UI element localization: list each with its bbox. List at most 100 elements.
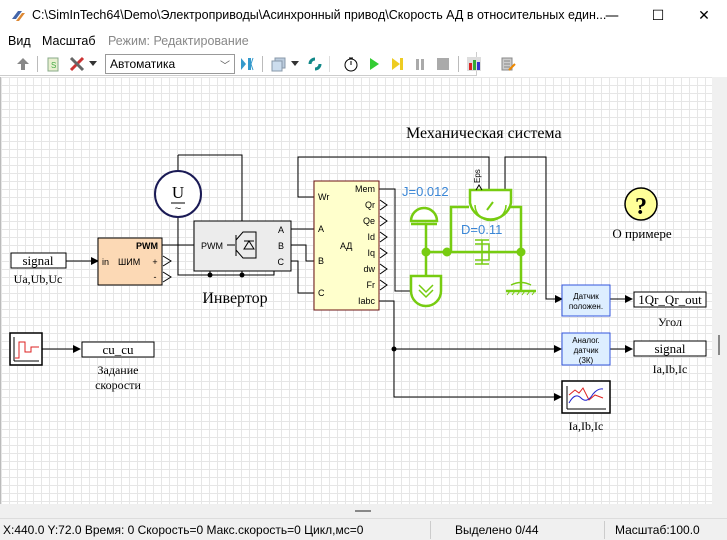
- mech-system-title: Механическая система: [406, 125, 562, 142]
- about-label[interactable]: О примере: [612, 226, 672, 241]
- inverter-pwm-label: PWM: [201, 241, 223, 251]
- analog-sensor-line2: датчик: [574, 346, 599, 355]
- pwm-out-label: PWM: [136, 241, 158, 251]
- scope-block[interactable]: [561, 380, 611, 414]
- up-arrow-icon[interactable]: [14, 55, 32, 73]
- current-output-value: signal: [654, 341, 685, 356]
- mode-select[interactable]: Автоматика ﹀: [105, 54, 235, 74]
- speed-set-block[interactable]: [81, 341, 155, 358]
- port-iabc: Iabc: [358, 296, 376, 306]
- analog-sensor-line1: Аналог.: [572, 336, 600, 345]
- mode-select-value: Автоматика: [110, 57, 176, 71]
- edit-list-icon[interactable]: [499, 55, 517, 73]
- angle-output-block[interactable]: [633, 291, 707, 308]
- inverter-label: Инвертор: [202, 290, 267, 307]
- damper-param: D=0.11: [461, 222, 502, 237]
- inverter-c-label: C: [278, 257, 285, 267]
- window-title: C:\SimInTech64\Demo\Электроприводы\Асинх…: [32, 8, 607, 22]
- current-output-caption: Ia,Ib,Ic: [653, 362, 688, 376]
- angle-output-value: 1Qr_Qr_out: [638, 292, 702, 307]
- tools-icon[interactable]: [68, 55, 86, 73]
- position-sensor-block[interactable]: [561, 284, 611, 317]
- step-icon[interactable]: [388, 55, 406, 73]
- voltage-source-label: U: [172, 183, 184, 202]
- port-dw: dw: [363, 264, 375, 274]
- pwm-title: ШИМ: [118, 257, 140, 267]
- mode-label: Режим: Редактирование: [108, 34, 249, 48]
- current-output-block[interactable]: [633, 340, 707, 357]
- igbt-icon: [227, 231, 257, 259]
- step-source-block[interactable]: [9, 332, 43, 366]
- pos-sensor-line1: Датчик: [573, 292, 599, 301]
- pos-sensor-line2: положен.: [569, 302, 603, 311]
- voltage-source-sub: ~: [175, 203, 181, 215]
- angle-output-caption: Угол: [658, 315, 682, 329]
- minimize-button[interactable]: —: [605, 8, 619, 24]
- port-a: A: [318, 224, 324, 234]
- pwm-plus-label: +: [152, 257, 157, 267]
- toolbar: S Автоматика ﹀: [0, 52, 481, 76]
- diagram-canvas[interactable]: Механическая система U ~ signal Ua,Ub,Uc…: [0, 77, 712, 504]
- signal-input-value: signal: [22, 253, 53, 268]
- eps-label: Eps: [473, 169, 482, 183]
- port-qe: Qe: [363, 216, 375, 226]
- status-coords: X:440.0 Y:72.0 Время: 0 Скорость=0 Макс.…: [3, 523, 364, 537]
- mech-system[interactable]: [409, 188, 536, 308]
- analog-sensor-block[interactable]: [561, 332, 611, 366]
- connect-icon[interactable]: [238, 55, 256, 73]
- port-wr: Wr: [318, 192, 329, 202]
- chart-icon[interactable]: [465, 55, 483, 73]
- port-fr: Fr: [367, 280, 376, 290]
- stop-icon[interactable]: [434, 55, 452, 73]
- pwm-minus-label: -: [154, 272, 157, 282]
- script-icon[interactable]: S: [44, 55, 62, 73]
- maximize-button[interactable]: ☐: [651, 8, 665, 24]
- port-iq: Iq: [367, 248, 375, 258]
- signal-input-block[interactable]: [10, 252, 67, 269]
- horizontal-scroll-thumb[interactable]: [355, 510, 371, 512]
- analog-sensor-line3: (3К): [579, 356, 594, 365]
- horizontal-scrollbar[interactable]: [0, 504, 727, 518]
- motor-title: АД: [340, 241, 352, 251]
- layers-dropdown-icon[interactable]: [290, 55, 300, 73]
- status-bar: X:440.0 Y:72.0 Время: 0 Скорость=0 Макс.…: [0, 518, 727, 540]
- motor-ports: Wr A B C АД Mem Qr Qe Id Iq dw Fr Iabc: [318, 184, 375, 306]
- menu-scale[interactable]: Масштаб: [42, 34, 96, 48]
- svg-text:S: S: [51, 61, 56, 70]
- title-bar: C:\SimInTech64\Demo\Электроприводы\Асинх…: [0, 0, 727, 32]
- inverter-block[interactable]: [193, 220, 292, 272]
- diagram-svg: Механическая система U ~ signal Ua,Ub,Uc…: [9, 125, 707, 433]
- pause-icon[interactable]: [411, 55, 429, 73]
- menu-bar: Вид Масштаб Режим: Редактирование: [0, 32, 727, 52]
- port-mem: Mem: [355, 184, 375, 194]
- pwm-in-label: in: [102, 257, 109, 267]
- pwm-block[interactable]: [97, 237, 163, 286]
- status-scale: Масштаб:100.0: [615, 523, 700, 537]
- menu-view[interactable]: Вид: [8, 34, 31, 48]
- motor-block[interactable]: [313, 180, 380, 311]
- play-icon[interactable]: [365, 55, 383, 73]
- speed-set-caption2: скорости: [95, 378, 141, 392]
- scope-caption: Ia,Ib,Ic: [569, 419, 604, 433]
- timer-icon[interactable]: [342, 55, 360, 73]
- port-id: Id: [367, 232, 375, 242]
- status-selected: Выделено 0/44: [455, 523, 539, 537]
- vertical-scroll-thumb[interactable]: [718, 335, 720, 355]
- about-glyph: ?: [635, 194, 647, 220]
- wires: [42, 154, 633, 401]
- port-b: B: [318, 256, 324, 266]
- chevron-down-icon: ﹀: [220, 61, 230, 72]
- about-icon[interactable]: [624, 187, 658, 221]
- voltage-source[interactable]: [154, 170, 202, 218]
- speed-set-caption1: Задание: [98, 363, 139, 377]
- inertia-param: J=0.012: [402, 184, 449, 199]
- close-button[interactable]: ✕: [698, 8, 710, 24]
- inverter-a-label: A: [278, 225, 284, 235]
- tools-dropdown-icon[interactable]: [88, 55, 98, 73]
- layers-icon[interactable]: [269, 55, 287, 73]
- refresh-icon[interactable]: [306, 55, 324, 73]
- port-qr: Qr: [365, 200, 375, 210]
- vertical-scrollbar[interactable]: [712, 77, 727, 504]
- app-icon: [12, 11, 25, 21]
- scope-trace-red: [568, 387, 604, 401]
